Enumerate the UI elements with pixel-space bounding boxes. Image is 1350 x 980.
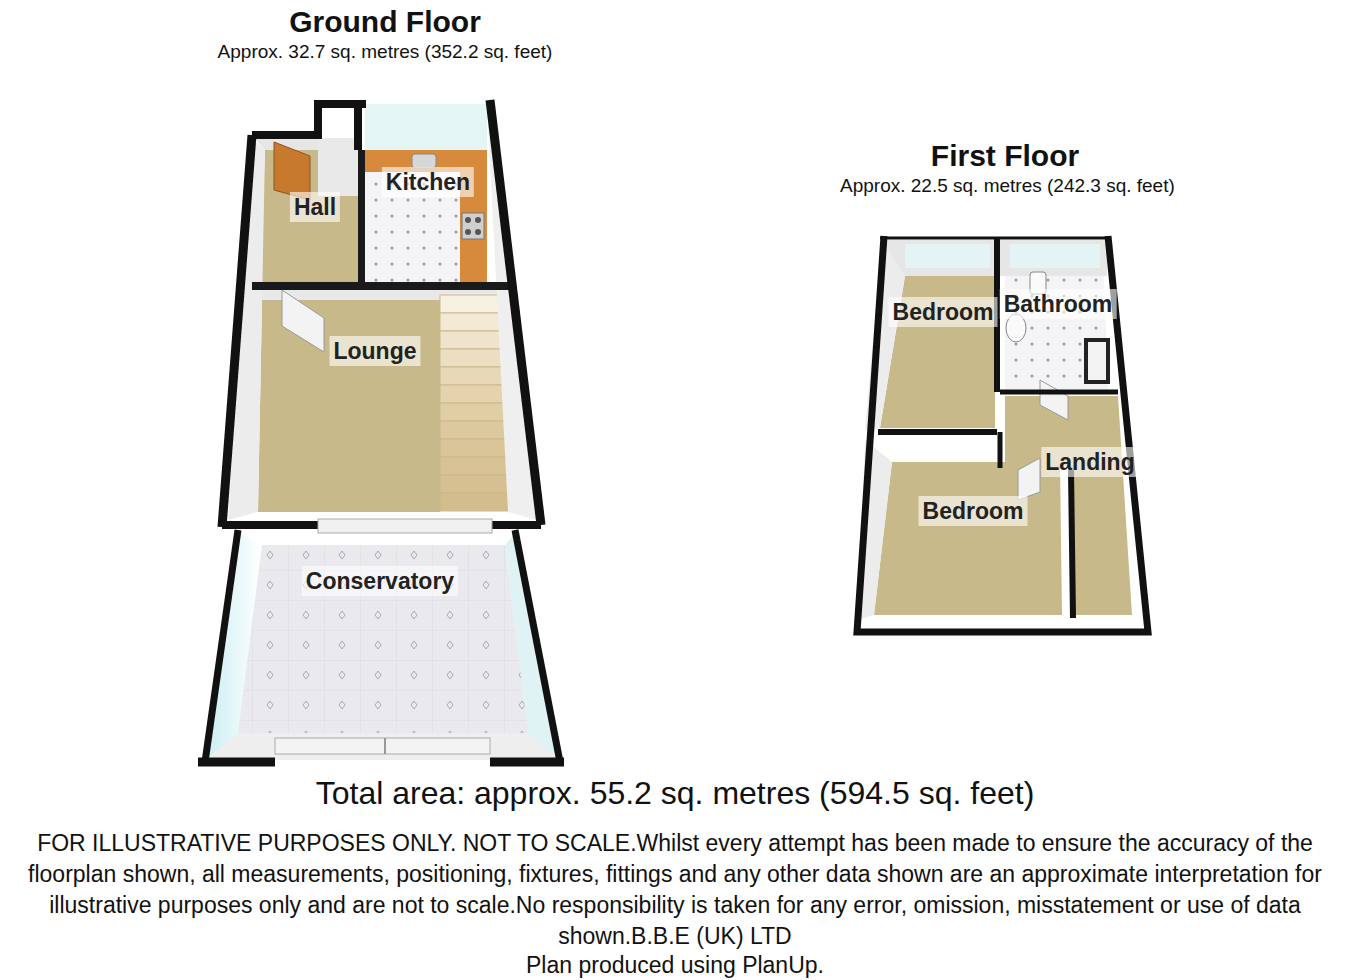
room-name: Bedroom [923, 497, 1024, 525]
room-label-box: Bedroom [919, 496, 1028, 526]
credit: Plan produced using PlanUp. [0, 951, 1350, 979]
room-name: Bathroom [1004, 290, 1113, 318]
room-label-box: Bedroom [889, 297, 998, 327]
room-label-box: Landing [1041, 447, 1138, 477]
room-name: Bedroom [893, 298, 994, 326]
floor-plan: First FloorApprox. 22.5 sq. metres (242.… [840, 138, 1170, 643]
floor-title: First Floor [840, 138, 1170, 174]
room-label-box: Kitchen [382, 167, 474, 197]
total-area: Total area: approx. 55.2 sq. metres (594… [0, 773, 1350, 813]
room-label-box: Conservatory [302, 566, 458, 596]
room-name: Lounge [333, 337, 416, 365]
room-name: Kitchen [386, 168, 470, 196]
disclaimer: FOR ILLUSTRATIVE PURPOSES ONLY. NOT TO S… [5, 828, 1345, 952]
room-name: Hall [294, 193, 336, 221]
floor-plan: Ground FloorApprox. 32.7 sq. metres (352… [190, 4, 580, 770]
floor-area: Approx. 32.7 sq. metres (352.2 sq. feet) [190, 40, 580, 64]
floor-area: Approx. 22.5 sq. metres (242.3 sq. feet) [840, 174, 1170, 198]
room-name: Conservatory [306, 567, 454, 595]
room-name: Landing [1045, 448, 1134, 476]
floor-title: Ground Floor [190, 4, 580, 40]
room-label-box: Bathroom [1000, 289, 1117, 319]
room-label-box: Lounge [329, 336, 420, 366]
room-label-box: Hall [290, 192, 340, 222]
